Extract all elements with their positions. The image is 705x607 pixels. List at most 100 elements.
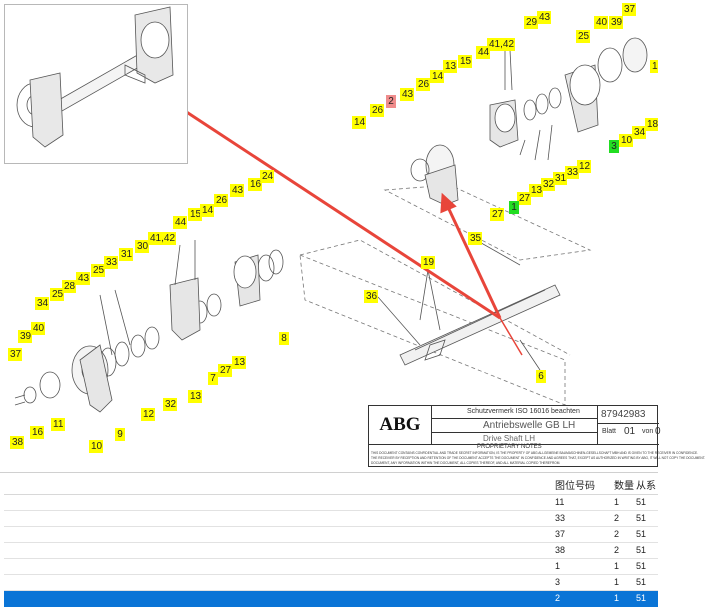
callout-label[interactable]: 10 [89, 440, 103, 453]
cell-position: 33 [555, 513, 566, 523]
callout-label[interactable]: 14 [352, 116, 366, 129]
callout-label[interactable]: 43 [400, 88, 414, 101]
callout-label[interactable]: 15 [188, 208, 202, 221]
callout-label[interactable]: 43 [76, 272, 90, 285]
cell-from: 51 [636, 577, 647, 587]
callout-label[interactable]: 13 [443, 60, 457, 73]
callout-label[interactable]: 44 [173, 216, 187, 229]
callout-label[interactable]: 34 [632, 126, 646, 139]
cell-from: 51 [636, 545, 647, 555]
cell-qty: 1 [614, 497, 620, 507]
callout-label[interactable]: 12 [577, 160, 591, 173]
callout-label[interactable]: 35 [468, 232, 482, 245]
callout-label[interactable]: 37 [622, 3, 636, 16]
cell-qty: 1 [614, 593, 620, 603]
callout-label[interactable]: 27 [490, 208, 504, 221]
callout-label[interactable]: 32 [541, 178, 555, 191]
callout-label[interactable]: 14 [430, 70, 444, 83]
callout-label[interactable]: 10 [619, 134, 633, 147]
callout-label[interactable]: 25 [50, 288, 64, 301]
callout-label[interactable]: 26 [370, 104, 384, 117]
cell-from: 51 [636, 497, 647, 507]
callout-label[interactable]: 1 [509, 201, 519, 214]
table-row[interactable]: 3 1 51 [4, 575, 658, 591]
callout-label[interactable]: 1 [650, 60, 658, 73]
callout-label[interactable]: 41,42 [487, 38, 515, 51]
callout-label[interactable]: 31 [119, 248, 133, 261]
callout-label[interactable]: 6 [536, 370, 546, 383]
fine-print: THE RECEIVER BY RECEPTION AND RETENTION … [371, 456, 705, 460]
callout-label[interactable]: 44 [476, 46, 490, 59]
title-block: ABG Schutzvermerk ISO 16016 beachten Ant… [368, 405, 705, 467]
callout-label[interactable]: 16 [30, 426, 44, 439]
callout-label[interactable]: 32 [163, 398, 177, 411]
exploded-drawing-view[interactable]: 37 40 39 25 29 43 41,42 44 15 13 14 26 4… [0, 0, 705, 470]
drawing-number: 87942983 [601, 409, 646, 420]
proprietary-heading: PROPRIETARY NOTES [477, 444, 542, 450]
column-header-from[interactable]: 从系 [636, 481, 656, 492]
callout-label[interactable]: 25 [576, 30, 590, 43]
callout-label[interactable]: 2 [386, 95, 396, 108]
table-row[interactable]: 1 1 51 [4, 559, 658, 575]
table-row[interactable]: 11 1 51 [4, 495, 658, 511]
callout-label[interactable]: 16 [248, 178, 262, 191]
column-header-qty[interactable]: 数量 [614, 481, 634, 492]
callout-label[interactable]: 19 [421, 256, 435, 269]
cell-qty: 2 [614, 529, 620, 539]
callout-label[interactable]: 30 [135, 240, 149, 253]
callout-label[interactable]: 31 [553, 172, 567, 185]
callout-label[interactable]: 29 [524, 16, 538, 29]
callout-label[interactable]: 40 [31, 322, 45, 335]
callout-label[interactable]: 15 [458, 55, 472, 68]
cell-from: 51 [636, 593, 647, 603]
callout-label[interactable]: 43 [537, 11, 551, 24]
of-label: von [642, 428, 654, 435]
callout-label[interactable]: 36 [364, 290, 378, 303]
callout-label[interactable]: 40 [594, 16, 608, 29]
callout-label[interactable]: 14 [200, 204, 214, 217]
callout-label[interactable]: 43 [230, 184, 244, 197]
parts-table[interactable]: 图位号码 数量 从系 11 1 51 33 2 51 37 2 51 38 2 … [0, 472, 658, 607]
drawing-title-en: Drive Shaft LH [483, 434, 536, 443]
callout-label[interactable]: 38 [10, 436, 24, 449]
callout-label[interactable]: 13 [529, 184, 543, 197]
callout-label[interactable]: 26 [416, 78, 430, 91]
cell-position: 3 [555, 577, 561, 587]
cell-position: 37 [555, 529, 566, 539]
callout-label[interactable]: 13 [232, 356, 246, 369]
overview-inset [4, 4, 188, 164]
callout-label[interactable]: 28 [62, 280, 76, 293]
callout-label[interactable]: 25 [91, 264, 105, 277]
callout-label[interactable]: 34 [35, 297, 49, 310]
callout-label[interactable]: 27 [218, 364, 232, 377]
table-row[interactable]: 37 2 51 [4, 527, 658, 543]
callout-label[interactable]: 33 [104, 256, 118, 269]
callout-label[interactable]: 24 [260, 170, 274, 183]
column-header-position[interactable]: 图位号码 [555, 481, 595, 492]
drawing-linework [14, 37, 648, 413]
cell-position: 38 [555, 545, 566, 555]
drawing-title-de: Antriebswelle GB LH [483, 420, 576, 431]
callout-label[interactable]: 39 [18, 330, 32, 343]
cell-from: 51 [636, 529, 647, 539]
table-row[interactable]: 2 1 51 [4, 591, 658, 607]
inset-drawing [16, 6, 174, 148]
callout-label[interactable]: 27 [517, 192, 531, 205]
callout-label[interactable]: 13 [188, 390, 202, 403]
cell-qty: 1 [614, 577, 620, 587]
callout-label[interactable]: 41,42 [148, 232, 176, 245]
callout-label[interactable]: 26 [214, 194, 228, 207]
callout-label[interactable]: 9 [115, 428, 125, 441]
callout-label[interactable]: 11 [51, 418, 65, 431]
callout-label[interactable]: 33 [565, 166, 579, 179]
callout-label[interactable]: 39 [609, 16, 623, 29]
callout-label[interactable]: 12 [141, 408, 155, 421]
callout-label[interactable]: 7 [208, 372, 218, 385]
callout-label[interactable]: 3 [609, 140, 619, 153]
callout-label[interactable]: 37 [8, 348, 22, 361]
table-row[interactable]: 33 2 51 [4, 511, 658, 527]
callout-label[interactable]: 8 [279, 332, 289, 345]
table-row[interactable]: 38 2 51 [4, 543, 658, 559]
fine-print: DOCUMENT, ANY INFORMATION WITHIN THE DOC… [371, 461, 561, 465]
callout-label[interactable]: 18 [645, 118, 659, 131]
